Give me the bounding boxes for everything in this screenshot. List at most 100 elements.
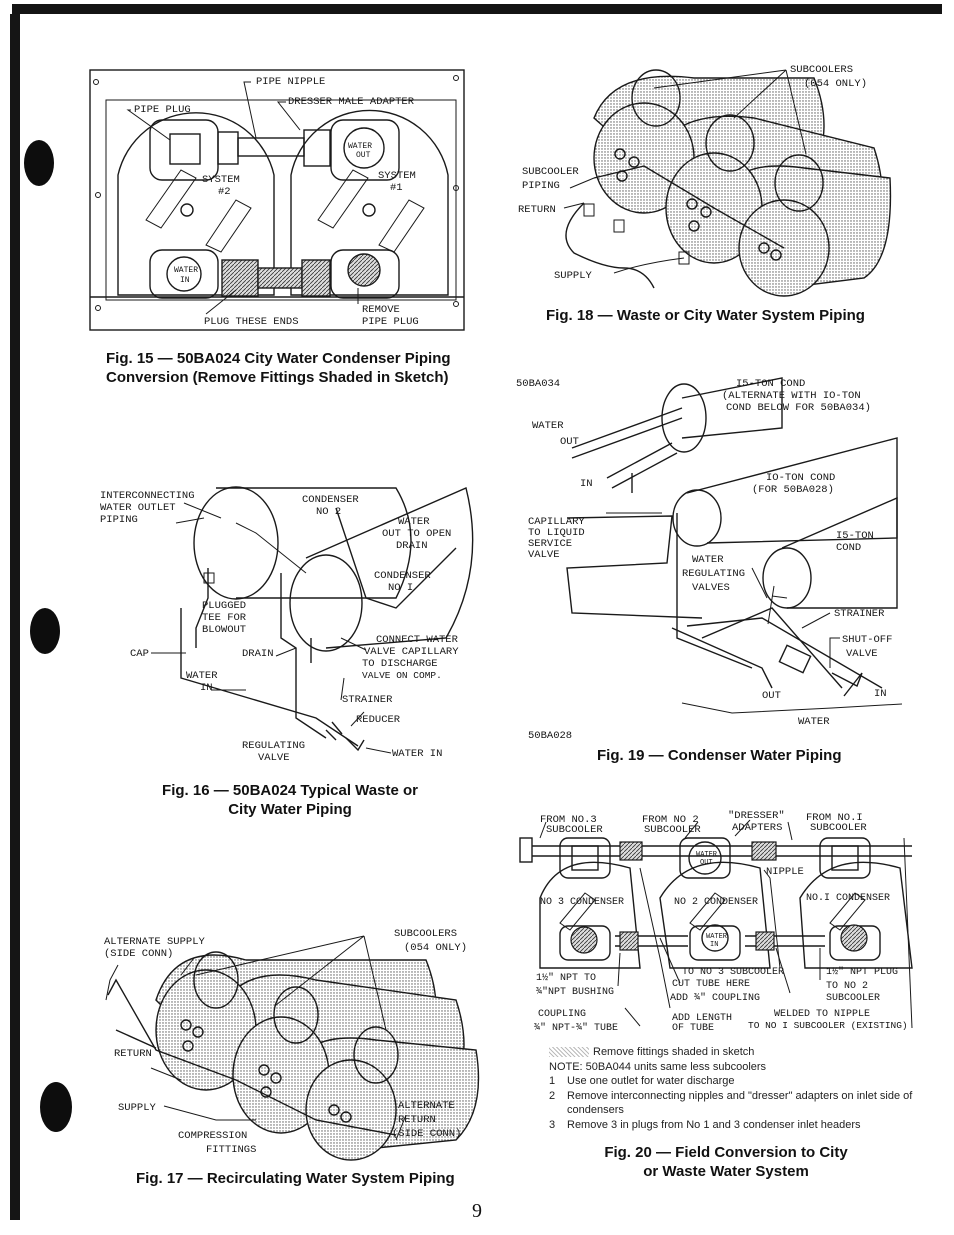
fig16-label-plug-2: TEE FOR xyxy=(202,612,247,624)
fig17-label-altr-3: (SIDE CONN) xyxy=(392,1128,461,1140)
fig19-label-in-2: IN xyxy=(874,688,887,700)
fig20-label-plug-2: TO NO 2 xyxy=(826,981,868,992)
fig18-diagram: SUBCOOLERS (054 ONLY) SUBCOOLER PIPING R… xyxy=(518,64,892,297)
fig15-label-pipe-nipple: PIPE NIPPLE xyxy=(256,76,325,88)
page-number: 9 xyxy=(472,1200,482,1222)
fig17-label-alt-1: ALTERNATE SUPPLY xyxy=(104,936,206,948)
fig17-label-comp-2: FITTINGS xyxy=(206,1144,256,1156)
fig20-label-wo-1: WATER xyxy=(696,851,718,859)
fig19-label-water: WATER xyxy=(532,420,564,432)
fig15-label-plug-ends: PLUG THESE ENDS xyxy=(204,316,299,328)
fig15-label-system2-a: SYSTEM xyxy=(202,174,240,186)
fig16-label-cw-3: TO DISCHARGE xyxy=(362,658,438,670)
fig15-label-remove-2: PIPE PLUG xyxy=(362,316,419,328)
fig17-caption: Fig. 17 — Recirculating Water System Pip… xyxy=(136,1170,455,1187)
fig16-label-cond1-a: CONDENSER xyxy=(374,570,431,582)
fig20-label-npt-2: ¾"NPT BUSHING xyxy=(536,986,614,998)
fig15-label-water-out-2: OUT xyxy=(356,151,371,160)
fig19-label-c15-a: I5-TON COND xyxy=(736,378,805,390)
note-line: NOTE: 50BA044 units same less subcoolers xyxy=(549,1060,767,1073)
fig16-label-wi-1: WATER xyxy=(186,670,218,682)
fig15-diagram: PIPE NIPPLE PIPE PLUG DRESSER MALE ADAPT… xyxy=(89,69,465,331)
fig16-label-cw-1: CONNECT WATER xyxy=(376,634,459,646)
fig16-label-drain: DRAIN xyxy=(242,648,274,660)
fig17-diagram: ALTERNATE SUPPLY (SIDE CONN) SUBCOOLERS … xyxy=(104,928,480,1161)
fig16-label-reg-1: REGULATING xyxy=(242,740,305,752)
fig20-label-n2c: NO 2 CONDENSER xyxy=(674,897,758,908)
fig19-label-cap-4: VALVE xyxy=(528,549,560,561)
fig20-diagram: FROM NO.3 SUBCOOLER FROM NO 2 SUBCOOLER … xyxy=(519,810,913,1034)
fig15-label-water-in-1: WATER xyxy=(174,266,198,275)
fig20-label-npt-1: 1½" NPT TO xyxy=(536,972,596,984)
fig15-label-water-out-1: WATER xyxy=(348,142,372,151)
fig19-label-water-2: WATER xyxy=(798,716,830,728)
fig16-label-reg-2: VALVE xyxy=(258,752,290,764)
fig18-caption: Fig. 18 — Waste or City Water System Pip… xyxy=(546,307,865,324)
fig16-label-wo-3: DRAIN xyxy=(396,540,428,552)
fig16-label-cw-4: VALVE ON COMP. xyxy=(362,670,442,681)
fig16-label-inter-2: WATER OUTLET xyxy=(100,502,176,514)
fig17-label-comp-1: COMPRESSION xyxy=(178,1130,247,1142)
fig19-label-strainer: STRAINER xyxy=(834,608,885,620)
fig20-label-to3: TO NO 3 SUBCOOLER xyxy=(682,967,784,978)
fig15-label-water-in-2: IN xyxy=(180,276,190,285)
fig16-label-cw-2: VALVE CAPILLARY xyxy=(364,646,459,658)
fig19-label-in: IN xyxy=(580,478,593,490)
fig20-caption-2: or Waste Water System xyxy=(643,1163,809,1180)
fig19-label-so-1: SHUT-OFF xyxy=(842,634,892,646)
fig15-label-system1-a: SYSTEM xyxy=(378,170,416,182)
fig20-label-f3-b: SUBCOOLER xyxy=(546,824,603,836)
fig16-label-cap: CAP xyxy=(130,648,149,660)
shaded-legend-text: Remove fittings shaded in sketch xyxy=(593,1046,755,1058)
fig20-label-dresser-a: "DRESSER" xyxy=(728,810,785,822)
fig20-label-weld-2: TO NO I SUBCOOLER (EXISTING) xyxy=(748,1020,908,1031)
fig20-label-plug-1: 1½" NPT PLUG xyxy=(826,966,898,978)
fig19-label-so-2: VALVE xyxy=(846,648,878,660)
fig19-label-wr-1: WATER xyxy=(692,554,724,566)
fig19-label-wr-2: REGULATING xyxy=(682,568,745,580)
fig15-caption: Fig. 15 — 50BA024 City Water Condenser P… xyxy=(106,350,451,386)
fig20-label-coup-1: COUPLING xyxy=(538,1009,586,1020)
fig15-label-system2-b: #2 xyxy=(218,186,231,198)
fig20-label-nipple: NIPPLE xyxy=(766,866,804,878)
fig20-label-f1-b: SUBCOOLER xyxy=(810,822,867,834)
fig16-label-reducer: REDUCER xyxy=(356,714,401,726)
fig20-caption-1: Fig. 20 — Field Conversion to City xyxy=(604,1144,848,1161)
fig20-label-plug-3: SUBCOOLER xyxy=(826,993,880,1004)
fig19-label-out: OUT xyxy=(560,436,579,448)
fig17-label-altr-2: RETURN xyxy=(398,1114,436,1126)
fig17-label-supply: SUPPLY xyxy=(118,1102,157,1114)
fig19-label-cap-2: TO LIQUID xyxy=(528,527,585,539)
fig19-label-c15-e: COND xyxy=(836,542,861,554)
fig18-label-sub-1: SUBCOOLERS xyxy=(790,64,853,76)
fig16-label-cond1-b: NO I xyxy=(388,582,413,594)
binding-edge xyxy=(10,14,20,1220)
fig16-caption-2: City Water Piping xyxy=(228,801,352,818)
fig17-label-return: RETURN xyxy=(114,1048,152,1060)
shaded-legend: Remove fittings shaded in sketch xyxy=(549,1045,919,1060)
fig20-label-add: ADD ¾" COUPLING xyxy=(670,992,760,1004)
fig18-label-supply: SUPPLY xyxy=(554,270,593,282)
fig19-label-wr-3: VALVES xyxy=(692,582,730,594)
fig19-label-model-034: 50BA034 xyxy=(516,378,560,390)
fig16-label-wo-2: OUT TO OPEN xyxy=(382,528,451,540)
fig20-label-dresser-b: ADAPTERS xyxy=(732,822,782,834)
fig20-label-f1-a: FROM NO.I xyxy=(806,812,863,824)
fig16-label-cond2-a: CONDENSER xyxy=(302,494,359,506)
fig19-label-cap-1: CAPILLARY xyxy=(528,516,585,528)
fig16-diagram: INTERCONNECTING WATER OUTLET PIPING COND… xyxy=(100,486,474,764)
fig19-label-model-028: 50BA028 xyxy=(528,730,572,742)
fig16-label-plug-3: BLOWOUT xyxy=(202,624,246,636)
fig15-label-pipe-plug: PIPE PLUG xyxy=(134,104,191,116)
fig20-label-wi-1: WATER xyxy=(706,933,728,941)
fig20-label-wo-2: OUT xyxy=(700,859,713,867)
fig16-label-wo-1: WATER xyxy=(398,516,430,528)
fig20-label-n1c: NO.I CONDENSER xyxy=(806,893,890,904)
fig15-label-remove-1: REMOVE xyxy=(362,304,400,316)
fig20-label-f2-a: FROM NO 2 xyxy=(642,814,699,826)
fig15-label-system1-b: #1 xyxy=(390,182,403,194)
fig19-label-c15-c: COND BELOW FOR 50BA034) xyxy=(726,402,871,414)
fig20-label-f3-a: FROM NO.3 xyxy=(540,814,597,826)
fig16-label-plug-1: PLUGGED xyxy=(202,600,246,612)
